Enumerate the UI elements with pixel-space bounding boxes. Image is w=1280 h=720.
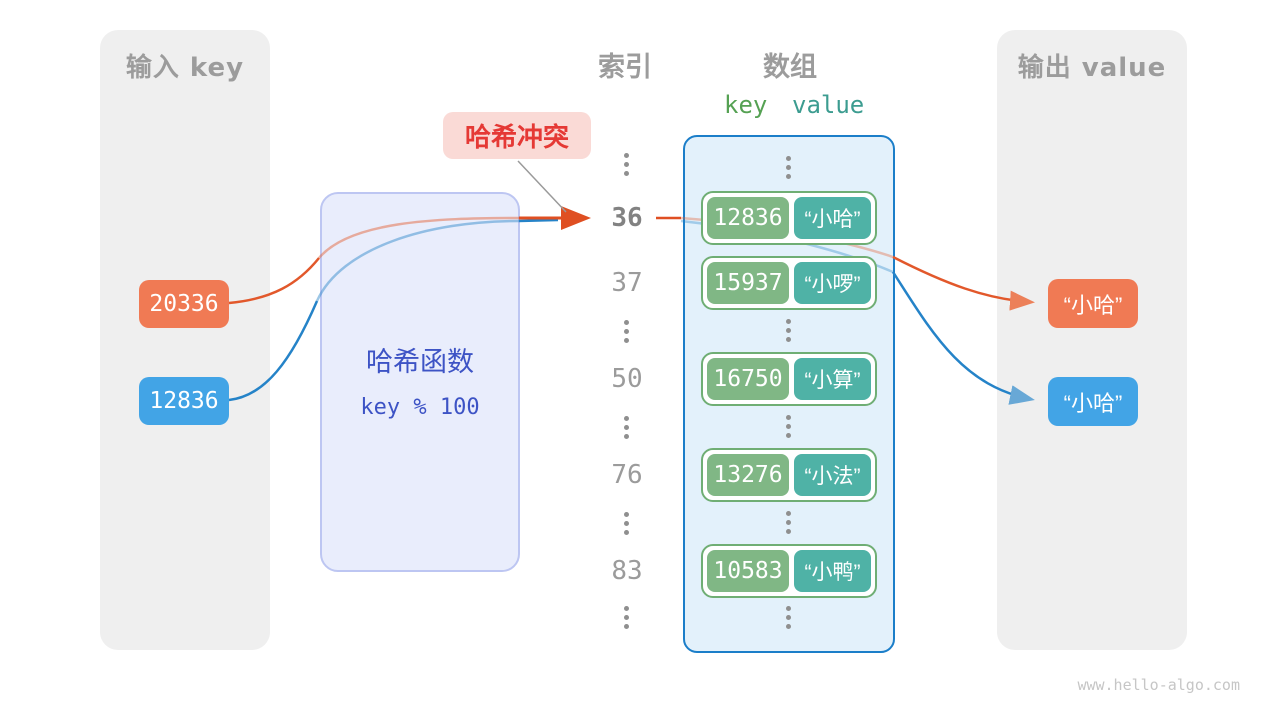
hash-collision-label: 哈希冲突 [443,112,591,159]
key-subheader: key [724,91,768,119]
input-key-box-orange: 20336 [139,280,229,328]
index-value-76: 76 [611,460,643,490]
pair-value: “小算” [794,358,871,400]
vertical-ellipsis [786,511,791,534]
blue-under-arrow-segment [518,218,559,223]
vertical-ellipsis [786,415,791,438]
vertical-ellipsis [624,606,629,629]
pair-key: 16750 [707,358,789,400]
pair-entry: 10583 “小鸭” [701,544,877,598]
index-value-37: 37 [611,268,643,298]
index-value-36: 36 [611,203,643,233]
pair-entry: 12836 “小哈” [701,191,877,245]
vertical-ellipsis [624,320,629,343]
value-subheader: value [792,91,865,119]
output-value-box-blue: “小哈” [1048,377,1138,426]
vertical-ellipsis [624,153,629,176]
pair-key: 13276 [707,454,789,496]
pair-entry: 15937 “小啰” [701,256,877,310]
hash-function-box: 哈希函数 key % 100 [320,192,520,572]
pair-key: 12836 [707,197,789,239]
vertical-ellipsis [786,319,791,342]
output-value-column: 输出 value [997,30,1187,650]
pair-value: “小啰” [794,262,871,304]
hash-function-title: 哈希函数 [366,347,474,377]
pair-key: 10583 [707,550,789,592]
index-value-83: 83 [611,556,643,586]
vertical-ellipsis [786,606,791,629]
pair-entry: 13276 “小法” [701,448,877,502]
watermark-url: www.hello-algo.com [1077,676,1240,694]
output-column-title: 输出 value [1017,53,1167,83]
index-value-50: 50 [611,364,643,394]
input-column-title: 输入 key [125,53,245,83]
hash-function-text: 哈希函数 key % 100 [322,340,518,420]
pair-entry: 16750 “小算” [701,352,877,406]
index-header: 索引 [598,52,652,82]
pair-value: “小鸭” [794,550,871,592]
array-header: 数组 [763,52,817,82]
vertical-ellipsis [624,512,629,535]
pair-value: “小法” [794,454,871,496]
output-value-box-orange: “小哈” [1048,279,1138,328]
pair-value: “小哈” [794,197,871,239]
collision-pointer-line [517,160,567,213]
input-key-column: 输入 key [100,30,270,650]
vertical-ellipsis [624,416,629,439]
vertical-ellipsis [786,156,791,179]
input-key-box-blue: 12836 [139,377,229,425]
pair-key: 15937 [707,262,789,304]
hash-function-formula: key % 100 [360,395,480,420]
